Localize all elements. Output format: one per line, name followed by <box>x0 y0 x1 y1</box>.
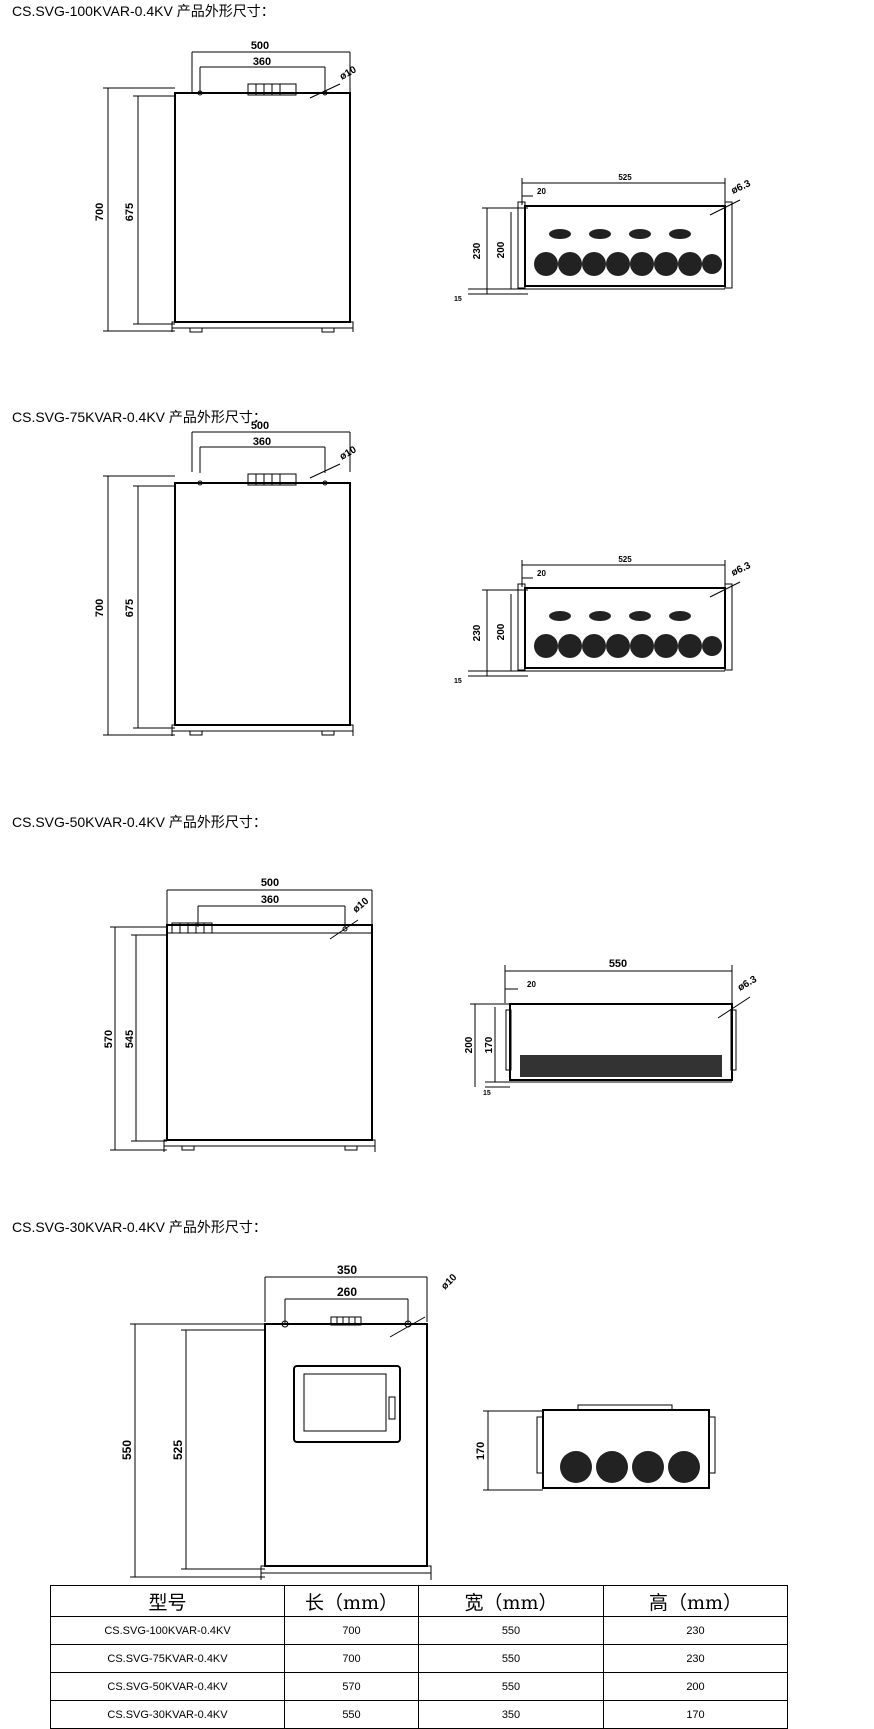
cell-length: 570 <box>284 1672 419 1701</box>
dim-front-width: 525 <box>618 555 632 564</box>
dim-front-hole: ø6.3 <box>730 560 753 579</box>
dim-front-edge: 20 <box>537 569 546 578</box>
dim-front-height-inner: 200 <box>496 241 507 258</box>
cell-model: CS.SVG-75KVAR-0.4KV <box>50 1644 285 1673</box>
dim-height-outer: 570 <box>103 1030 115 1048</box>
dim-width-outer: 500 <box>251 420 269 432</box>
header-height: 高（mm） <box>603 1585 788 1617</box>
front-view-drawing-100kvar: 525 20 ø6.3 230 200 15 <box>454 173 753 303</box>
top-view-drawing-30kvar: 350 260 ø10 550 525 <box>120 1263 460 1580</box>
section-heading-75kvar: CS.SVG-75KVAR-0.4KV 产品外形尺寸： <box>12 409 267 425</box>
dim-hole: ø10 <box>338 444 359 462</box>
dim-front-edge: 20 <box>527 980 536 989</box>
dim-front-foot: 15 <box>454 296 462 303</box>
dim-front-foot: 15 <box>483 1090 491 1097</box>
cell-length: 550 <box>284 1700 419 1729</box>
section-heading-100kvar: CS.SVG-100KVAR-0.4KV 产品外形尺寸： <box>12 3 275 19</box>
section-heading-30kvar: CS.SVG-30KVAR-0.4KV 产品外形尺寸： <box>12 1219 267 1235</box>
header-length: 长（mm） <box>284 1585 419 1617</box>
table-row: CS.SVG-100KVAR-0.4KV 700 550 230 <box>50 1616 788 1645</box>
cell-width: 550 <box>418 1644 604 1673</box>
dim-height-inner: 545 <box>124 1030 136 1048</box>
dim-height-inner: 675 <box>124 599 136 617</box>
dim-width-holes: 360 <box>253 56 271 68</box>
front-view-drawing-50kvar: 550 20 ø6.3 200 170 15 <box>464 958 759 1097</box>
top-view-drawing-100kvar: 500 360 ø10 700 675 <box>94 40 359 333</box>
cell-model: CS.SVG-30KVAR-0.4KV <box>50 1700 285 1729</box>
cell-length: 700 <box>284 1616 419 1645</box>
dim-front-height-inner: 170 <box>484 1036 495 1053</box>
spec-table: 型号 长（mm） 宽（mm） 高（mm） CS.SVG-100KVAR-0.4K… <box>50 1585 788 1729</box>
front-view-drawing-75kvar: 525 20 ø6.3 230 200 15 <box>454 555 753 685</box>
dim-front-hole: ø6.3 <box>736 974 759 994</box>
cell-model: CS.SVG-50KVAR-0.4KV <box>50 1672 285 1701</box>
dim-front-hole: ø6.3 <box>730 178 753 197</box>
dim-front-width: 550 <box>609 958 627 970</box>
cell-width: 550 <box>418 1672 604 1701</box>
cell-length: 700 <box>284 1644 419 1673</box>
table-header-row: 型号 长（mm） 宽（mm） 高（mm） <box>50 1585 788 1617</box>
table-row: CS.SVG-75KVAR-0.4KV 700 550 230 <box>50 1644 788 1673</box>
table-row: CS.SVG-30KVAR-0.4KV 550 350 170 <box>50 1700 788 1729</box>
header-model: 型号 <box>50 1585 285 1617</box>
dim-height-outer: 550 <box>120 1440 134 1460</box>
dim-front-height-inner: 200 <box>496 623 507 640</box>
dim-hole: ø10 <box>338 64 359 82</box>
dim-front-foot: 15 <box>454 678 462 685</box>
dim-hole: ø10 <box>439 1272 459 1292</box>
dim-front-height-outer: 230 <box>472 242 483 259</box>
dim-width-holes: 360 <box>261 894 279 906</box>
dim-front-height: 170 <box>475 1442 487 1460</box>
dim-height-inner: 525 <box>171 1440 185 1460</box>
top-view-drawing-75kvar: 500 360 ø10 700 675 <box>94 420 359 736</box>
cell-height: 170 <box>603 1700 788 1729</box>
dim-width-holes: 260 <box>337 1285 357 1299</box>
dim-front-height-outer: 230 <box>472 624 483 641</box>
cell-width: 550 <box>418 1616 604 1645</box>
dim-width-outer: 500 <box>261 877 279 889</box>
dim-width-holes: 360 <box>253 436 271 448</box>
header-width: 宽（mm） <box>418 1585 604 1617</box>
dim-front-width: 525 <box>618 173 632 182</box>
dim-height-inner: 675 <box>124 203 136 221</box>
table-row: CS.SVG-50KVAR-0.4KV 570 550 200 <box>50 1672 788 1701</box>
top-view-drawing-50kvar: 500 360 ø10 570 545 <box>103 877 376 1152</box>
dim-width-outer: 500 <box>251 40 269 52</box>
cell-width: 350 <box>418 1700 604 1729</box>
dim-width-outer: 350 <box>337 1263 357 1277</box>
dim-front-height-outer: 200 <box>464 1036 475 1053</box>
dim-front-edge: 20 <box>537 187 546 196</box>
cell-height: 200 <box>603 1672 788 1701</box>
cell-height: 230 <box>603 1644 788 1673</box>
cell-height: 230 <box>603 1616 788 1645</box>
dim-height-outer: 700 <box>94 599 106 617</box>
dim-height-outer: 700 <box>94 203 106 221</box>
section-heading-50kvar: CS.SVG-50KVAR-0.4KV 产品外形尺寸： <box>12 814 267 830</box>
front-view-drawing-30kvar: 170 <box>475 1404 716 1491</box>
dim-hole: ø10 <box>351 896 372 916</box>
cell-model: CS.SVG-100KVAR-0.4KV <box>50 1616 285 1645</box>
